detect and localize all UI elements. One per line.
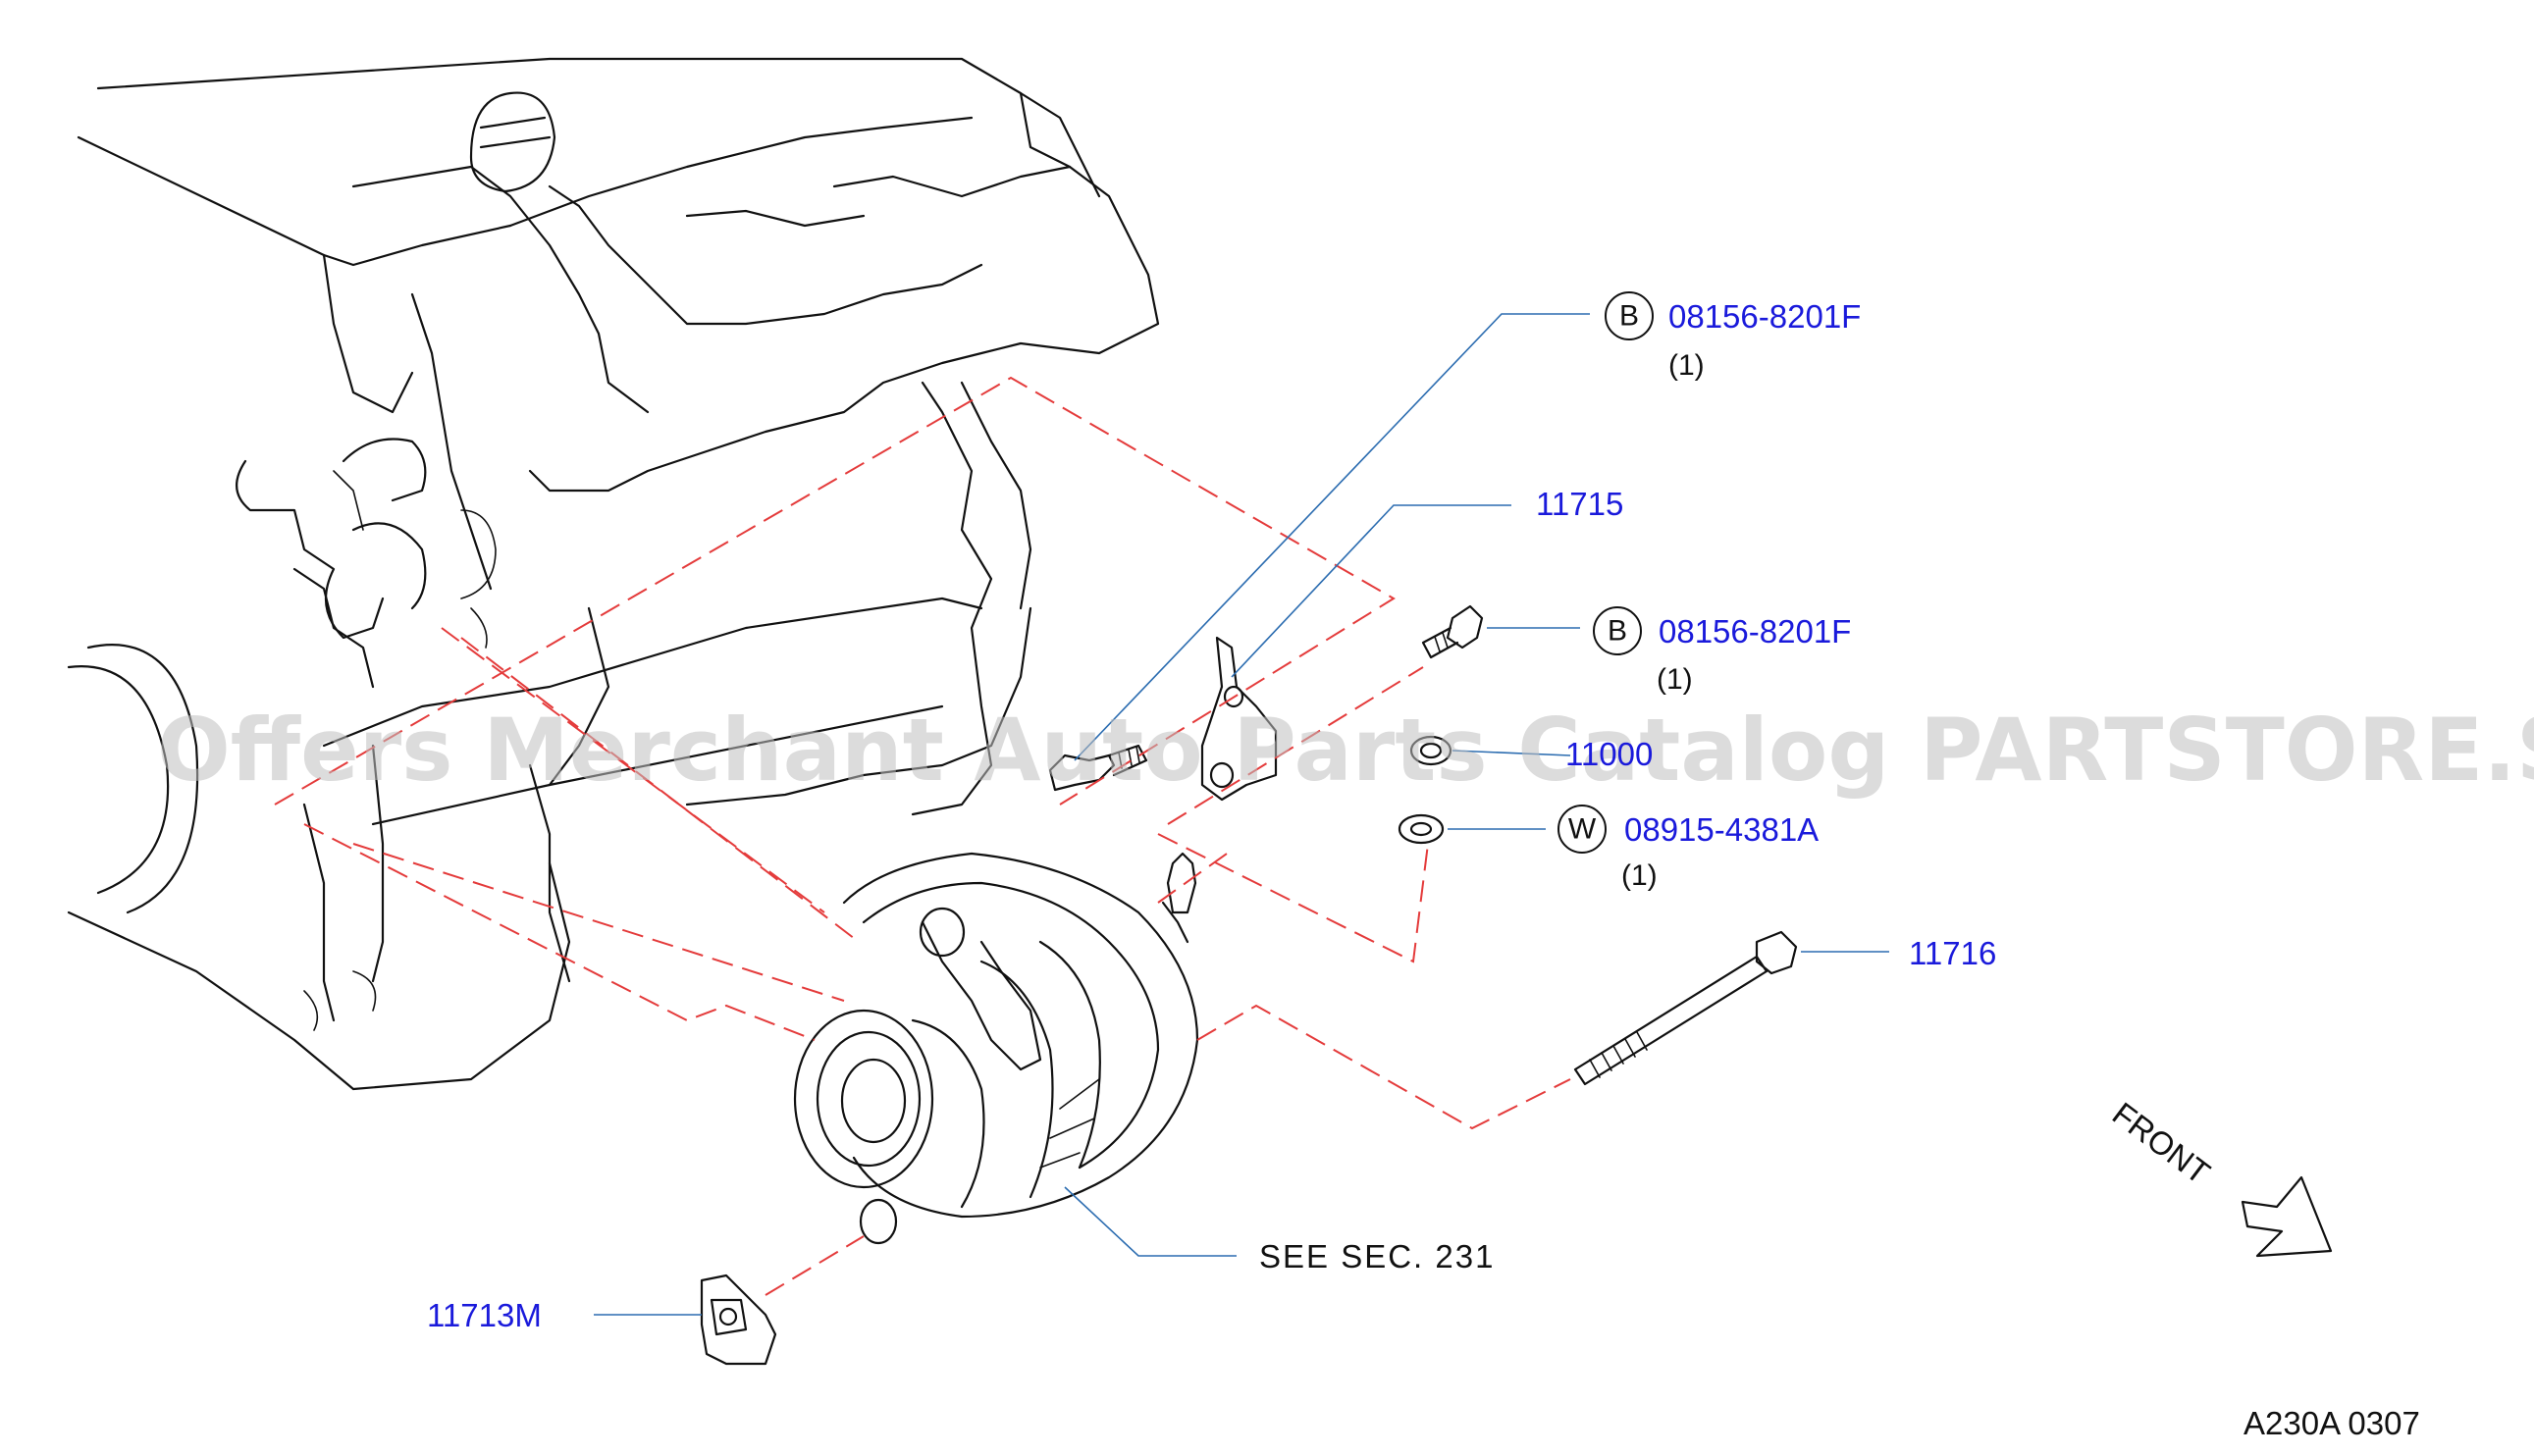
- quantity-label: (1): [1657, 663, 1693, 696]
- diagram-code: A230A 0307: [2244, 1405, 2420, 1441]
- badge-circle: [1557, 805, 1607, 854]
- part-number-label[interactable]: 11713M: [427, 1297, 542, 1333]
- quantity-label: (1): [1668, 349, 1705, 382]
- obscured-part-label[interactable]: 11000: [1565, 736, 1653, 772]
- callout-bolt-top[interactable]: B 08156-8201F (1): [1605, 291, 1861, 382]
- badge-letter: W: [1568, 813, 1597, 846]
- callout-bolt-middle[interactable]: B 08156-8201F (1): [1593, 606, 1851, 696]
- nut-drawing: [1409, 735, 1452, 766]
- long-bolt-11716-drawing: [1573, 930, 1798, 1086]
- badge-letter: B: [1619, 300, 1639, 333]
- dashed-guide-lines: [274, 376, 1571, 1296]
- part-number-label[interactable]: 11715: [1536, 486, 1623, 522]
- part-number-label[interactable]: 08915-4381A: [1624, 811, 1819, 848]
- front-arrow: [2241, 1175, 2333, 1258]
- callout-washer[interactable]: W 08915-4381A (1): [1557, 805, 1819, 892]
- quantity-label: (1): [1621, 859, 1658, 892]
- bolt-right-drawing: [1421, 604, 1484, 659]
- part-number-label[interactable]: 08156-8201F: [1668, 298, 1861, 335]
- bracket-11715-drawing: [1200, 636, 1278, 802]
- bracket-11713m-drawing: [700, 1274, 777, 1366]
- washer-drawing: [1398, 813, 1445, 845]
- callout-bracket-11715[interactable]: 11715: [1536, 486, 1623, 522]
- badge-circle: [1593, 606, 1642, 655]
- callout-long-bolt-11716[interactable]: 11716: [1909, 935, 1996, 971]
- engine-block-drawing: [67, 57, 1160, 1091]
- watermark-text: Offers Merchant Auto Parts Catalog PARTS…: [157, 700, 2534, 801]
- alternator-drawing: [793, 852, 1199, 1245]
- part-number-label[interactable]: 11716: [1909, 935, 1996, 971]
- badge-circle: [1605, 291, 1654, 340]
- leader-lines: [594, 313, 1889, 1316]
- see-section-link[interactable]: SEE SEC. 231: [1259, 1238, 1495, 1274]
- front-label: FRONT: [2106, 1095, 2217, 1191]
- part-number-label[interactable]: 08156-8201F: [1659, 613, 1851, 650]
- badge-letter: B: [1608, 615, 1627, 648]
- callout-bracket-11713m[interactable]: 11713M: [427, 1297, 542, 1333]
